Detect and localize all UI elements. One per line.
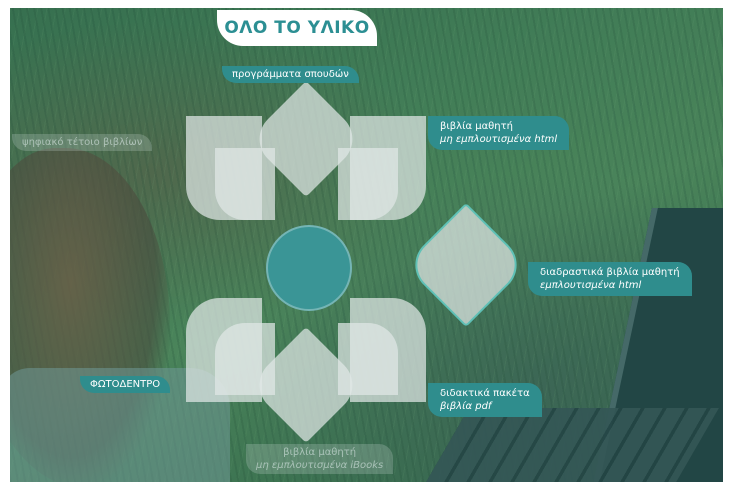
teacher-book-label[interactable]: ψηφιακό τέτοιο βιβλίων xyxy=(12,134,153,151)
student-books-sublabel: μη εμπλουτισμένα html xyxy=(440,134,558,145)
bottom-faint-sublabel: μη εμπλουτισμένα iBooks xyxy=(256,460,384,471)
page-title: ΟΛΟ ΤΟ ΥΛΙΚΟ xyxy=(217,10,377,46)
bottom-faint-label[interactable]: βιβλία μαθητή μη εμπλουτισμένα iBooks xyxy=(246,444,394,474)
top-right-inner-leaf[interactable] xyxy=(338,148,398,220)
top-left-inner-leaf[interactable] xyxy=(215,148,275,220)
center-circle[interactable] xyxy=(266,225,352,311)
teal-tint-overlay xyxy=(10,8,723,482)
programs-label[interactable]: προγράμματα σπουδών xyxy=(222,66,359,83)
slide-image: ΟΛΟ ΤΟ ΥΛΙΚΟ προγράμματα σπουδών ψηφιακό… xyxy=(10,8,723,482)
teaching-packages-sublabel: βιβλία pdf xyxy=(440,401,492,412)
interactive-books-label[interactable]: διαδραστικά βιβλία μαθητή εμπλουτισμένα … xyxy=(528,262,692,296)
photodentro-label[interactable]: ΦΩΤΟΔΕΝΤΡΟ xyxy=(80,376,171,393)
interactive-books-sublabel: εμπλουτισμένα html xyxy=(540,280,642,291)
student-books-label[interactable]: βιβλία μαθητή μη εμπλουτισμένα html xyxy=(428,116,570,150)
teaching-packages-label[interactable]: διδακτικά πακέτα βιβλία pdf xyxy=(428,383,542,417)
